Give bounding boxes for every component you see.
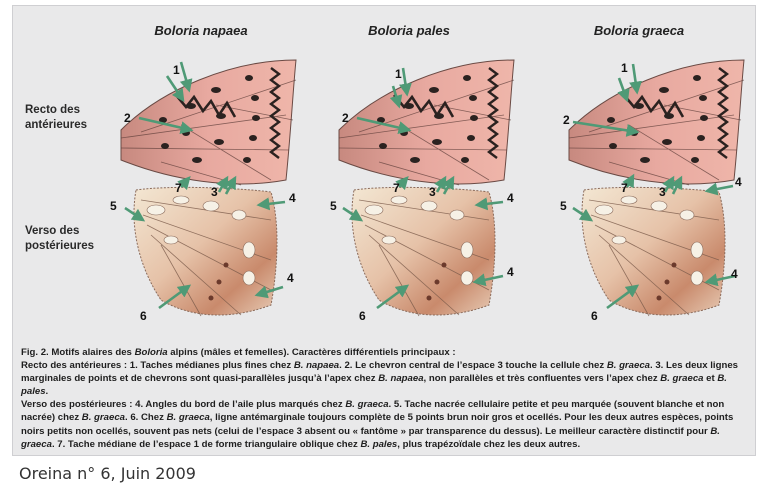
marker-6-pales: 6 xyxy=(359,309,366,323)
species-title-napaea: Boloria napaea xyxy=(154,23,248,38)
marker-7-napaea: 7 xyxy=(175,181,182,195)
marker-4b-graeca: 4 xyxy=(731,267,738,281)
marker-3-graeca: 3 xyxy=(659,185,666,199)
marker-7-pales: 7 xyxy=(393,181,400,195)
marker-2-graeca: 2 xyxy=(563,113,570,127)
marker-4a-napaea: 4 xyxy=(289,191,296,205)
marker-4a-graeca: 4 xyxy=(735,175,742,189)
butterfly-plate: Boloria napaea Boloria pales Boloria gra… xyxy=(13,6,757,342)
marker-3-pales: 3 xyxy=(429,185,436,199)
marker-4b-napaea: 4 xyxy=(287,271,294,285)
source-citation: Oreina n° 6, Juin 2009 xyxy=(19,464,196,483)
figure-frame: Boloria napaea Boloria pales Boloria gra… xyxy=(12,5,756,456)
marker-4a-pales: 4 xyxy=(507,191,514,205)
marker-5-napaea: 5 xyxy=(110,199,117,213)
marker-6-napaea: 6 xyxy=(140,309,147,323)
row-label-verso: Verso des postérieures xyxy=(25,224,115,254)
species-title-graeca: Boloria graeca xyxy=(593,23,685,38)
row-label-recto-line2: antérieures xyxy=(25,119,88,131)
marker-1-graeca: 1 xyxy=(621,61,628,75)
marker-1-pales: 1 xyxy=(395,67,402,81)
caption-title: Fig. 2. Motifs alaires des Boloria alpin… xyxy=(21,347,456,358)
figure-caption: Fig. 2. Motifs alaires des Boloria alpin… xyxy=(21,346,751,451)
row-label-recto: Recto des antérieures xyxy=(25,103,115,133)
wings-napaea xyxy=(119,58,298,318)
marker-7-graeca: 7 xyxy=(621,181,628,195)
marker-5-graeca: 5 xyxy=(560,199,567,213)
caption-recto: Recto des antérieures : 1. Taches médian… xyxy=(21,360,738,398)
marker-6-graeca: 6 xyxy=(591,309,598,323)
row-label-verso-line1: Verso des xyxy=(25,225,80,237)
species-title-pales: Boloria pales xyxy=(368,23,450,38)
wing-illustrations: 1 2 7 3 4 5 4 6 xyxy=(110,58,746,323)
wings-pales xyxy=(337,58,516,318)
row-label-verso-line2: postérieures xyxy=(25,240,95,252)
marker-2-napaea: 2 xyxy=(124,111,131,125)
marker-3-napaea: 3 xyxy=(211,185,218,199)
marker-4b-pales: 4 xyxy=(507,265,514,279)
caption-verso: Verso des postérieures : 4. Angles du bo… xyxy=(21,399,734,450)
row-label-recto-line1: Recto des xyxy=(25,104,80,116)
marker-5-pales: 5 xyxy=(330,199,337,213)
marker-2-pales: 2 xyxy=(342,111,349,125)
marker-1-napaea: 1 xyxy=(173,63,180,77)
